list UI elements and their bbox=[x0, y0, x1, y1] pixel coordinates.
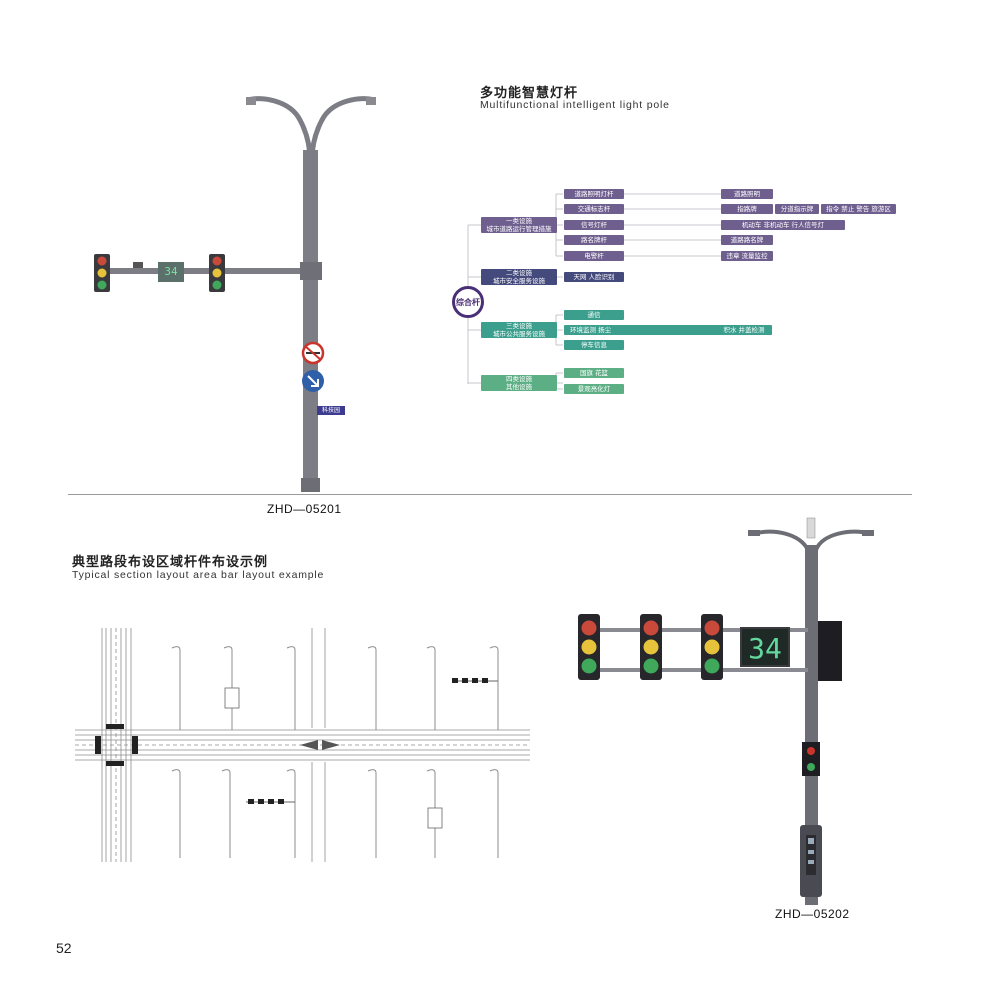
pole-1-countdown-display: 34 bbox=[158, 262, 184, 282]
right-item-on-bar: 积水 井盖检测 bbox=[723, 326, 765, 334]
mid-item: 国旗 花篮 bbox=[564, 368, 624, 378]
section-title: 典型路段布设区域杆件布设示例 bbox=[72, 555, 269, 570]
mid-item: 景观亮化灯 bbox=[564, 384, 624, 394]
right-item: 指路牌 bbox=[721, 204, 773, 214]
mid-item: 停车信息 bbox=[564, 340, 624, 350]
mid-item: 路名牌杆 bbox=[564, 235, 624, 245]
right-item: 机动车 非机动车 行人信号灯 bbox=[721, 220, 845, 230]
category-2-desc: 城市安全服务设施 bbox=[493, 277, 545, 285]
mid-item: 交通标志杆 bbox=[564, 204, 624, 214]
category-2-name: 二类设施 bbox=[506, 269, 532, 277]
right-item: 指令 禁止 警告 旅游区 bbox=[821, 204, 896, 214]
category-1-desc: 城市道路运行管理措施 bbox=[486, 225, 552, 233]
street-name-sign: 科技园 bbox=[317, 406, 345, 415]
category-3: 三类设施 城市公共服务设施 bbox=[481, 322, 557, 338]
section-subtitle: Typical section layout area bar layout e… bbox=[72, 569, 325, 581]
category-1-name: 一类设施 bbox=[506, 217, 532, 225]
category-2: 二类设施 城市安全服务设施 bbox=[481, 269, 557, 285]
pole-2-model-label: ZHD—05202 bbox=[775, 907, 850, 921]
mid-item: 通信 bbox=[564, 310, 624, 320]
page-title: 多功能智慧灯杆 bbox=[480, 86, 579, 101]
right-item: 违章 流量监控 bbox=[721, 251, 773, 261]
mid-item: 信号灯杆 bbox=[564, 220, 624, 230]
pole-1-model-label: ZHD—05201 bbox=[267, 502, 342, 516]
mid-item: 电警杆 bbox=[564, 251, 624, 261]
diagram-hub: 综合杆 bbox=[452, 286, 484, 318]
section-divider bbox=[68, 494, 912, 495]
category-4-desc: 其他设施 bbox=[506, 383, 532, 391]
pole-2-countdown-display: 34 bbox=[740, 627, 790, 667]
category-1: 一类设施 城市道路运行管理措施 bbox=[481, 217, 557, 233]
category-4-name: 四类设施 bbox=[506, 375, 532, 383]
category-3-desc: 城市公共服务设施 bbox=[493, 330, 545, 338]
page-subtitle: Multifunctional intelligent light pole bbox=[480, 99, 670, 111]
right-item: 分道指示牌 bbox=[775, 204, 819, 214]
page-number: 52 bbox=[56, 940, 72, 956]
right-item: 道路路名牌 bbox=[721, 235, 773, 245]
right-item: 道路照明 bbox=[721, 189, 773, 199]
mid-item-text: 环境监测 扬尘 bbox=[570, 326, 612, 334]
mid-item-wide: 环境监测 扬尘 bbox=[564, 325, 772, 335]
category-3-name: 三类设施 bbox=[506, 322, 532, 330]
category-4: 四类设施 其他设施 bbox=[481, 375, 557, 391]
mid-item: 道路照明灯杆 bbox=[564, 189, 624, 199]
mid-item: 天网 人脸识别 bbox=[564, 272, 624, 282]
